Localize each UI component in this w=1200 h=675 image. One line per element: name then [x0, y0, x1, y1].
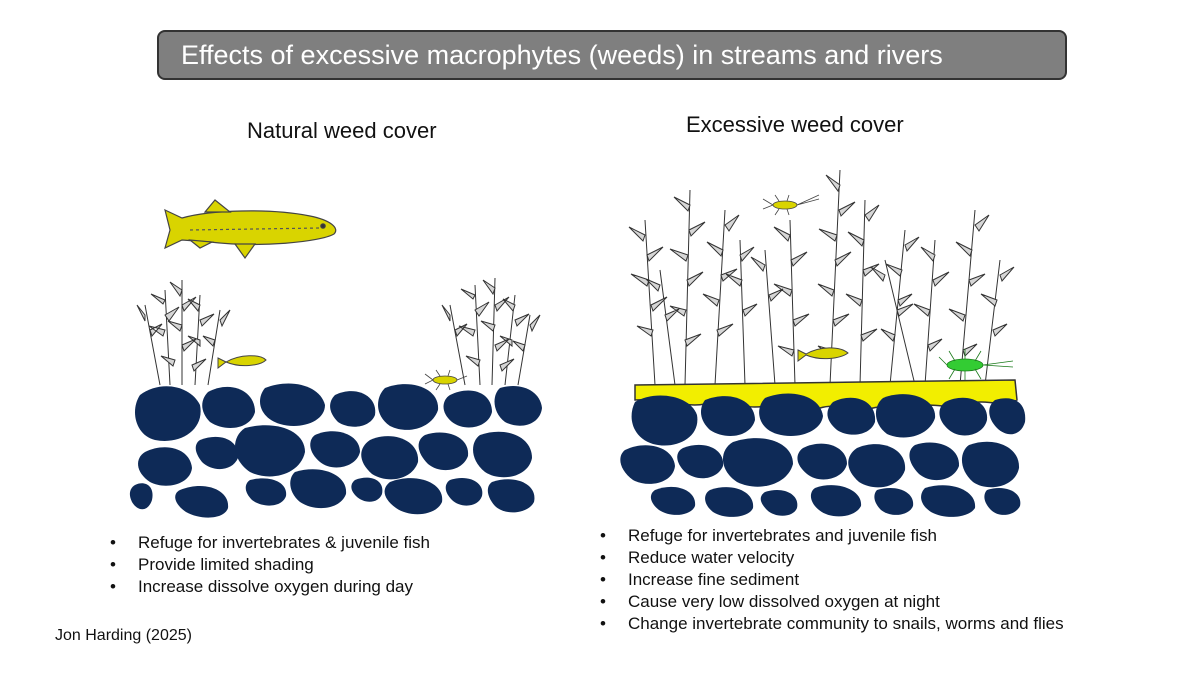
page-title: Effects of excessive macrophytes (weeds)… [181, 39, 943, 70]
streambed-stones [620, 393, 1026, 517]
list-item: Increase fine sediment [600, 569, 1064, 591]
weed-clump-right-icon [441, 277, 541, 386]
weed-clump-left-icon [136, 280, 231, 386]
natural-weed-scene [129, 199, 542, 518]
juvenile-fish-icon [797, 347, 849, 362]
natural-cover-heading: Natural weed cover [247, 118, 437, 143]
title-banner: Effects of excessive macrophytes (weeds)… [157, 30, 1067, 80]
natural-cover-effects-list: Refuge for invertebrates & juvenile fish… [110, 532, 430, 598]
list-item: Refuge for invertebrates and juvenile fi… [600, 525, 1064, 547]
author-credit: Jon Harding (2025) [55, 627, 192, 644]
green-insect-icon [938, 349, 1014, 381]
excessive-weed-scene [620, 169, 1026, 517]
streambed-stones [129, 383, 542, 518]
list-item: Reduce water velocity [600, 547, 1064, 569]
adult-fish-icon [164, 199, 337, 260]
juvenile-fish-icon [217, 355, 267, 369]
mayfly-nymph-top-icon [762, 194, 820, 216]
list-item: Increase dissolve oxygen during day [110, 576, 430, 598]
list-item: Provide limited shading [110, 554, 430, 576]
mayfly-nymph-icon [424, 369, 468, 391]
excessive-cover-effects-list: Refuge for invertebrates and juvenile fi… [600, 525, 1064, 635]
excessive-cover-heading: Excessive weed cover [686, 112, 904, 137]
list-item: Change invertebrate community to snails,… [600, 613, 1064, 635]
list-item: Cause very low dissolved oxygen at night [600, 591, 1064, 613]
dense-weed-bed-icon [628, 169, 1015, 386]
list-item: Refuge for invertebrates & juvenile fish [110, 532, 430, 554]
